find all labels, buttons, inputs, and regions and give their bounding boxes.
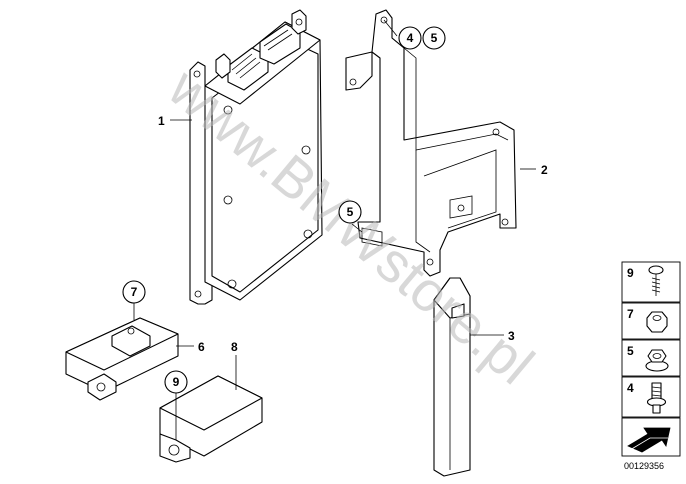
fastener-legend: 9 7 5 xyxy=(621,261,681,471)
svg-text:4: 4 xyxy=(627,381,634,395)
legend-item-4: 4 xyxy=(621,376,681,418)
circled-callout-4: 4 xyxy=(398,26,422,50)
callout-2: 2 xyxy=(541,163,548,177)
svg-text:5: 5 xyxy=(627,344,634,358)
legend-arrow-box xyxy=(621,417,681,457)
legend-item-9: 9 xyxy=(621,261,681,303)
svg-text:9: 9 xyxy=(627,266,634,280)
circled-callout-5-top: 5 xyxy=(422,26,446,50)
callout-1: 1 xyxy=(158,114,165,128)
nut-icon xyxy=(646,311,668,333)
sensor-module xyxy=(65,317,179,401)
callout-6: 6 xyxy=(198,340,205,354)
collar-nut-icon xyxy=(645,349,669,372)
control-unit xyxy=(189,9,323,305)
svg-text:7: 7 xyxy=(627,307,634,321)
stud-bolt-icon xyxy=(646,382,667,414)
arrow-icon xyxy=(627,427,671,453)
callout-8: 8 xyxy=(231,340,238,354)
svg-text:9: 9 xyxy=(173,375,180,389)
svg-text:7: 7 xyxy=(131,285,138,299)
leader-lines xyxy=(133,19,536,440)
circled-callout-7: 7 xyxy=(122,280,146,304)
svg-text:5: 5 xyxy=(347,205,354,219)
circled-callout-5-bracket: 5 xyxy=(338,200,362,224)
screw-icon xyxy=(648,265,664,296)
legend-item-7: 7 xyxy=(621,302,681,340)
legend-item-5: 5 xyxy=(621,339,681,377)
holder xyxy=(433,277,471,477)
svg-text:4: 4 xyxy=(407,31,414,45)
callout-3: 3 xyxy=(508,329,515,343)
svg-text:5: 5 xyxy=(431,31,438,45)
small-control-box xyxy=(159,375,263,463)
mounting-bracket xyxy=(345,9,517,277)
document-number: 00129356 xyxy=(624,461,664,471)
circled-callout-9: 9 xyxy=(164,370,188,394)
